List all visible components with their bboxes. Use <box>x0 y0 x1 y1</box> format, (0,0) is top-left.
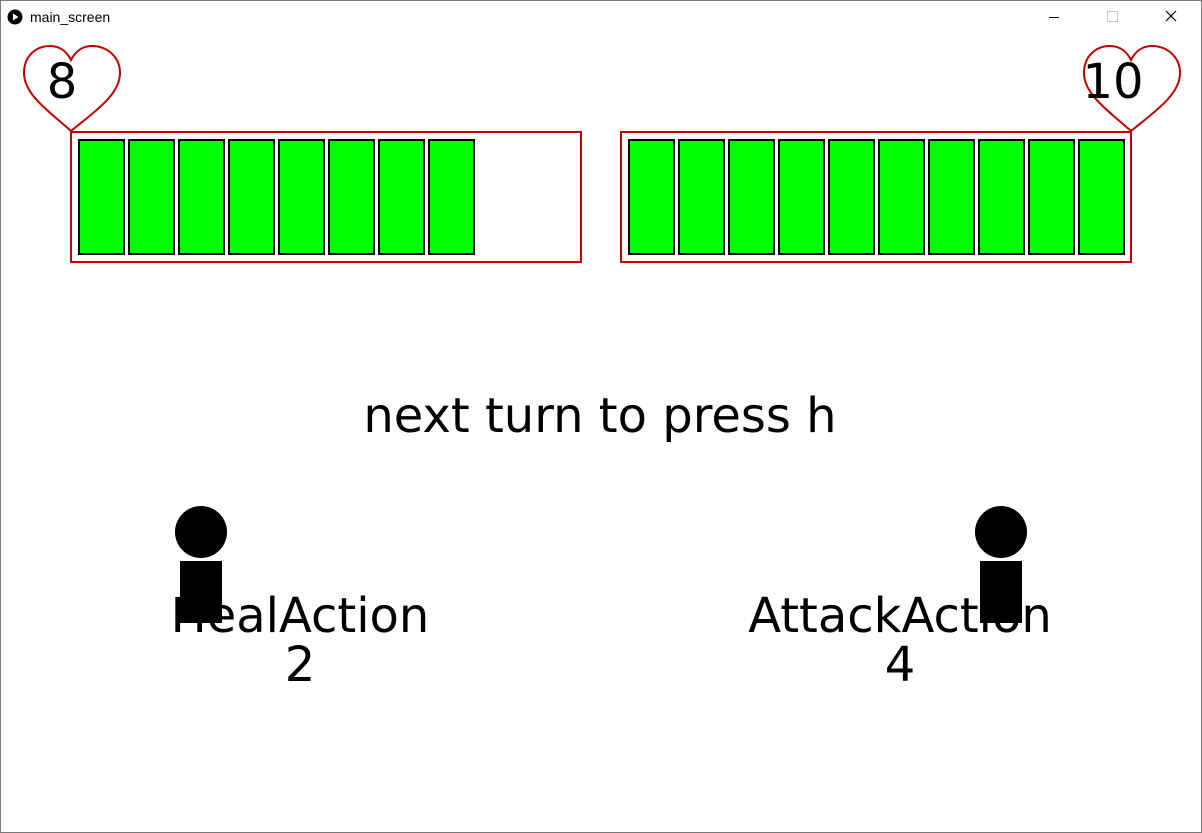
hp-cell <box>78 139 125 255</box>
window-title: main_screen <box>30 9 111 25</box>
hp-cell <box>878 139 925 255</box>
hp-cell <box>1078 139 1125 255</box>
figure-body <box>980 561 1022 623</box>
close-button[interactable] <box>1147 1 1193 33</box>
hp-cell <box>1028 139 1075 255</box>
maximize-icon <box>1107 11 1118 22</box>
hp-cell <box>228 139 275 255</box>
minimize-button[interactable] <box>1031 1 1077 33</box>
hp-cell <box>428 139 475 255</box>
hp-cell <box>728 139 775 255</box>
hp-value-right: 10 <box>1082 54 1143 110</box>
turn-message: next turn to press h <box>363 388 836 444</box>
hp-bar-frame-left <box>70 131 582 263</box>
figure-head <box>975 506 1027 558</box>
figure-head <box>175 506 227 558</box>
maximize-button[interactable] <box>1089 1 1135 33</box>
action-value-left: 2 <box>285 637 316 693</box>
hp-cell <box>328 139 375 255</box>
action-name-right: AttackAction <box>748 588 1052 644</box>
hp-cell <box>778 139 825 255</box>
player-figure-left <box>175 506 227 623</box>
heart-icon <box>1082 44 1182 133</box>
hp-cell <box>128 139 175 255</box>
hp-cell <box>828 139 875 255</box>
play-circle-icon <box>7 9 23 25</box>
hp-cells-right <box>628 139 1125 255</box>
figure-body <box>180 561 222 623</box>
hp-cells-left <box>78 139 475 255</box>
hp-cell <box>178 139 225 255</box>
hp-bar-frame-right <box>620 131 1132 263</box>
hp-cell <box>278 139 325 255</box>
hp-cell <box>978 139 1025 255</box>
hp-cell <box>928 139 975 255</box>
title-bar[interactable]: main_screen <box>1 1 1201 33</box>
player-figure-right <box>975 506 1027 623</box>
action-name-left: HealAction <box>171 588 430 644</box>
hp-cell <box>378 139 425 255</box>
close-icon <box>1165 10 1177 22</box>
heart-icon <box>22 44 122 133</box>
action-value-right: 4 <box>885 637 916 693</box>
hp-cell <box>628 139 675 255</box>
hp-cell <box>678 139 725 255</box>
hp-value-left: 8 <box>47 54 78 110</box>
